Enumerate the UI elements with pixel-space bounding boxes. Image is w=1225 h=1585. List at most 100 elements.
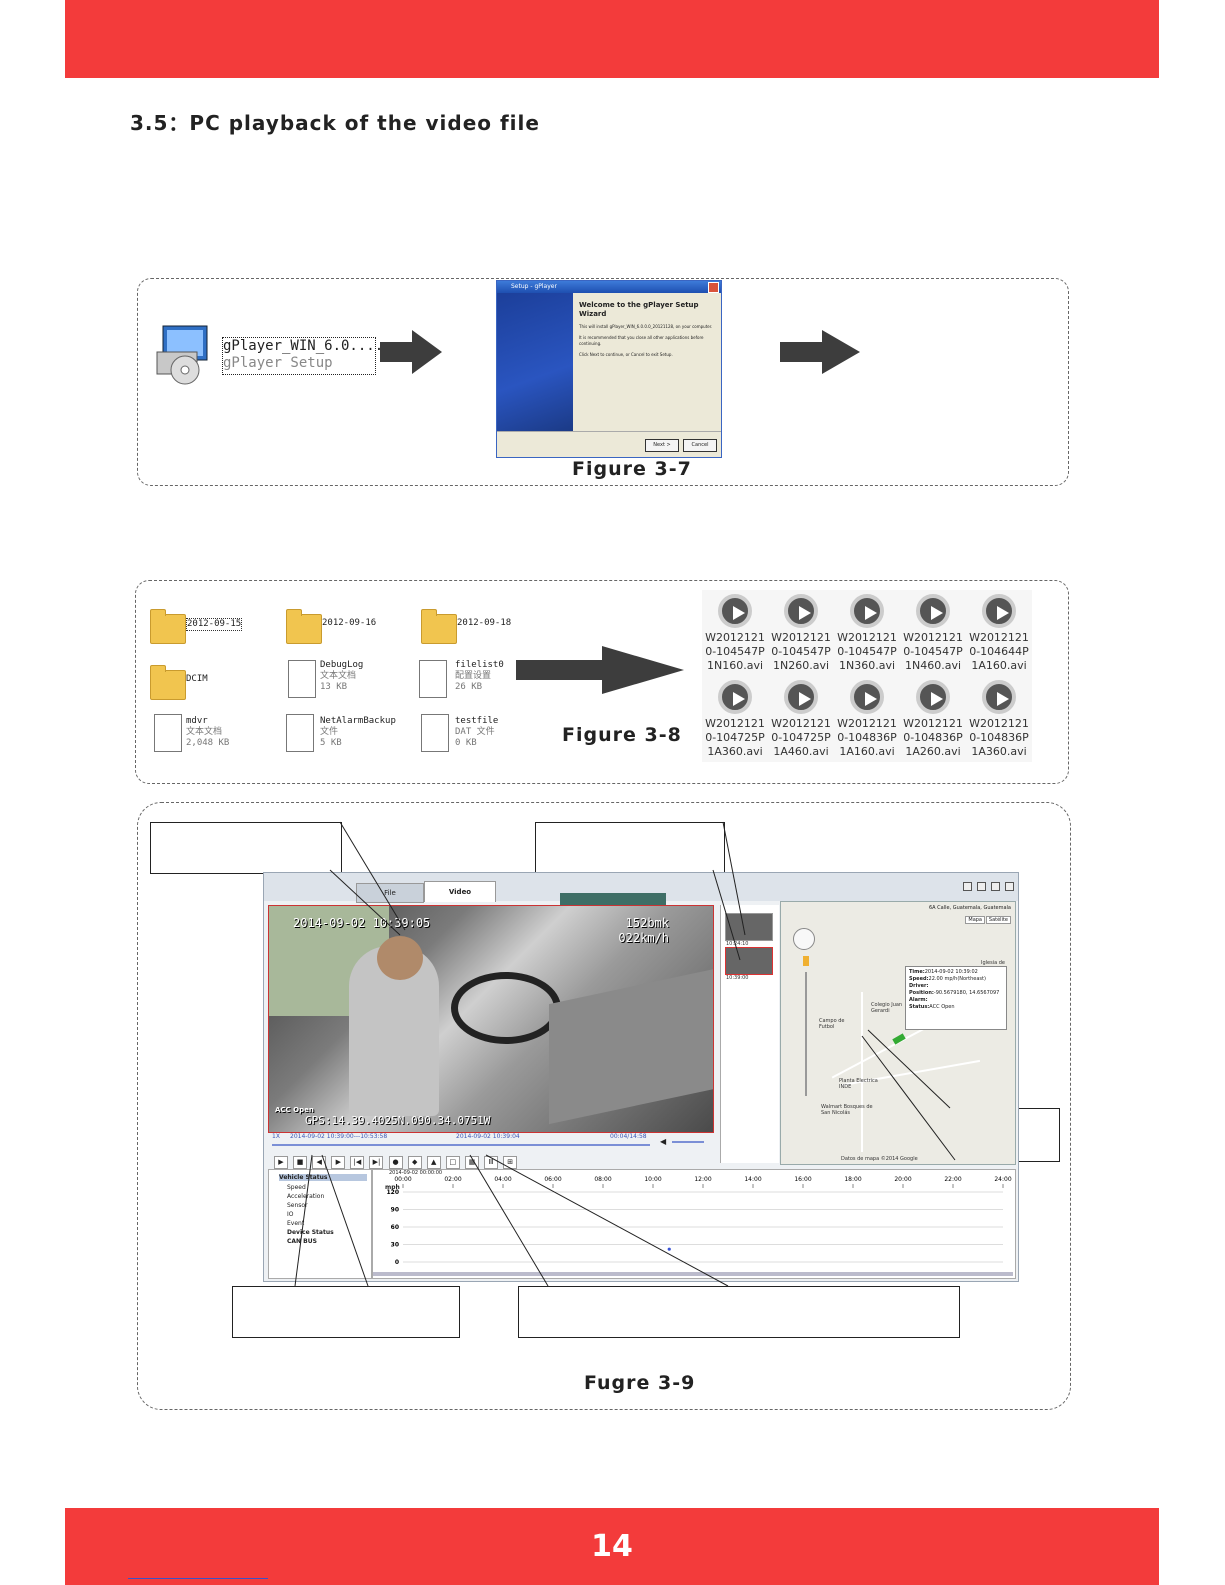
layout-4-button[interactable]: ▦: [464, 1156, 479, 1169]
data-tree-panel: Vehicle Status Speed Acceleration Sensor…: [268, 1169, 372, 1279]
file-item[interactable]: 2012-09-15: [150, 608, 270, 644]
tab-video[interactable]: Video: [424, 881, 496, 902]
file-type: 文本文档: [320, 671, 357, 681]
video-file[interactable]: W2012121 0-104547P 1N260.avi: [768, 590, 834, 676]
video-file[interactable]: W2012121 0-104644P 1A160.avi: [966, 590, 1032, 676]
play-button[interactable]: ▶: [274, 1156, 288, 1169]
header-band: [65, 0, 1159, 78]
map-place-label: Campo de Futbol: [819, 1018, 845, 1030]
page-number: 14: [591, 1529, 633, 1564]
speed-data-point[interactable]: [667, 1247, 671, 1251]
window-controls: [962, 876, 1014, 895]
file-item[interactable]: 2012-09-16: [286, 608, 406, 644]
playback-range: 2014-09-02 10:39:00---10:53:58: [290, 1133, 388, 1140]
file-item[interactable]: DCIM: [150, 662, 270, 700]
text-document-icon: [154, 714, 182, 752]
installer-filename-box[interactable]: gPlayer_WIN_6.0.... gPlayer Setup: [222, 337, 384, 375]
thumbnail-selected[interactable]: [725, 947, 773, 975]
wizard-text-2: It is recommended that you close all oth…: [579, 335, 704, 346]
figure-3-9-panel: [137, 802, 1071, 1410]
next-button[interactable]: Next >: [645, 439, 679, 452]
file-type: 文件: [320, 727, 339, 737]
slow-button[interactable]: ◀: [312, 1156, 327, 1169]
video-file[interactable]: W2012121 0-104725P 1A360.avi: [702, 676, 768, 762]
restore-icon[interactable]: [990, 882, 1000, 891]
playback-progress-bar[interactable]: [272, 1144, 650, 1146]
file-name: mdvr: [186, 716, 208, 726]
minimize-icon[interactable]: [962, 882, 972, 891]
layout-columns-button[interactable]: Ⅲ: [484, 1156, 499, 1169]
file-name: 2012-09-16: [322, 618, 377, 628]
x-tick-label: 00:00: [394, 1176, 411, 1183]
close-icon[interactable]: [1005, 882, 1014, 891]
video-name-line: 1A160.avi: [971, 659, 1027, 672]
video-file[interactable]: W2012121 0-104547P 1N360.avi: [834, 590, 900, 676]
file-item[interactable]: DebugLog 文本文档 13 KB: [288, 658, 408, 700]
video-file[interactable]: W2012121 0-104836P 1A160.avi: [834, 676, 900, 762]
chart-scrollbar[interactable]: [373, 1272, 1013, 1276]
map-panel[interactable]: 6A Calle, Guatemala, Guatemala Mapa Saté…: [780, 901, 1016, 1165]
file-item[interactable]: testfile DAT 文件 0 KB: [421, 714, 541, 756]
folder-icon: [286, 609, 322, 644]
installer-filename: gPlayer_WIN_6.0....: [223, 338, 384, 354]
fullscreen-button[interactable]: ⊞: [503, 1156, 518, 1169]
file-type: 文本文档: [186, 727, 223, 737]
next-frame-button[interactable]: ▶|: [369, 1156, 384, 1169]
pegman-icon[interactable]: [803, 956, 809, 966]
tab-file-label: File: [384, 889, 396, 897]
file-item[interactable]: mdvr 文本文档 2,048 KB: [154, 714, 274, 756]
video-play-icon: [916, 680, 950, 714]
file-name: DCIM: [186, 674, 208, 684]
tree-item-acceleration[interactable]: Acceleration: [287, 1193, 325, 1200]
gplayer-window: File Video 2014-09-02 10:39:05 152bmk 02…: [263, 872, 1019, 1282]
map-pan-control[interactable]: [793, 928, 815, 950]
popup-time: 2014-09-02 10:39:02: [924, 969, 978, 975]
map-type-satellite-button[interactable]: Satélite: [985, 916, 1011, 924]
tree-item-speed[interactable]: Speed: [287, 1184, 306, 1191]
video-file[interactable]: W2012121 0-104725P 1A460.avi: [768, 676, 834, 762]
volume-slider[interactable]: [672, 1141, 704, 1143]
fast-forward-button[interactable]: ▶: [331, 1156, 346, 1169]
volume-icon[interactable]: ◀: [660, 1137, 667, 1146]
export-avi-button[interactable]: ◆: [407, 1156, 422, 1169]
tree-item-sensor[interactable]: Sensor: [287, 1202, 308, 1209]
thumbnail-time: 10:39:00: [726, 975, 749, 981]
tree-item-vehicle-status[interactable]: Vehicle Status: [279, 1174, 367, 1181]
figure-3-9-caption: Fugre 3-9: [584, 1372, 696, 1394]
cancel-button[interactable]: Cancel: [683, 439, 717, 452]
file-item[interactable]: NetAlarmBackup 文件 5 KB: [286, 714, 416, 756]
installer-icon[interactable]: [155, 322, 211, 388]
tree-item-io[interactable]: IO: [287, 1211, 294, 1218]
close-icon[interactable]: [708, 282, 719, 293]
tree-item-can-bus[interactable]: CAN BUS: [287, 1238, 317, 1245]
tab-file[interactable]: File: [356, 883, 424, 903]
video-play-icon: [784, 680, 818, 714]
video-file[interactable]: W2012121 0-104836P 1A260.avi: [900, 676, 966, 762]
print-button[interactable]: ▲: [426, 1156, 441, 1169]
file-type: 配置设置: [455, 671, 492, 681]
zoom-slider[interactable]: [805, 972, 807, 1096]
video-name-line: 0-104836P: [837, 731, 897, 744]
thumbnail[interactable]: [725, 913, 773, 941]
snapshot-button[interactable]: ●: [388, 1156, 403, 1169]
tree-item-device-status[interactable]: Device Status: [287, 1229, 334, 1236]
stop-button[interactable]: ■: [293, 1156, 308, 1169]
file-item[interactable]: filelist0 配置设置 26 KB: [419, 658, 539, 700]
osd-acc: ACC Open: [275, 1106, 314, 1114]
layout-1-button[interactable]: □: [445, 1156, 460, 1169]
previous-frame-button[interactable]: |◀: [350, 1156, 365, 1169]
file-item[interactable]: 2012-09-18: [421, 608, 541, 644]
config-file-icon: [419, 660, 447, 698]
file-name: 2012-09-18: [457, 618, 512, 628]
video-file[interactable]: W2012121 0-104547P 1N460.avi: [900, 590, 966, 676]
installer-description: gPlayer Setup: [223, 355, 333, 371]
video-file[interactable]: W2012121 0-104836P 1A360.avi: [966, 676, 1032, 762]
tree-item-event[interactable]: Event: [287, 1220, 305, 1227]
maximize-icon[interactable]: [976, 882, 986, 891]
video-file[interactable]: W2012121 0-104547P 1N160.avi: [702, 590, 768, 676]
thumbnail-panel: 10:24:10 10:39:00: [720, 905, 779, 1163]
osd-distance: 152bmk: [625, 916, 669, 930]
map-type-map-button[interactable]: Mapa: [965, 916, 985, 924]
popup-time-label: Time:: [909, 969, 925, 975]
video-name-line: W2012121: [705, 717, 765, 730]
